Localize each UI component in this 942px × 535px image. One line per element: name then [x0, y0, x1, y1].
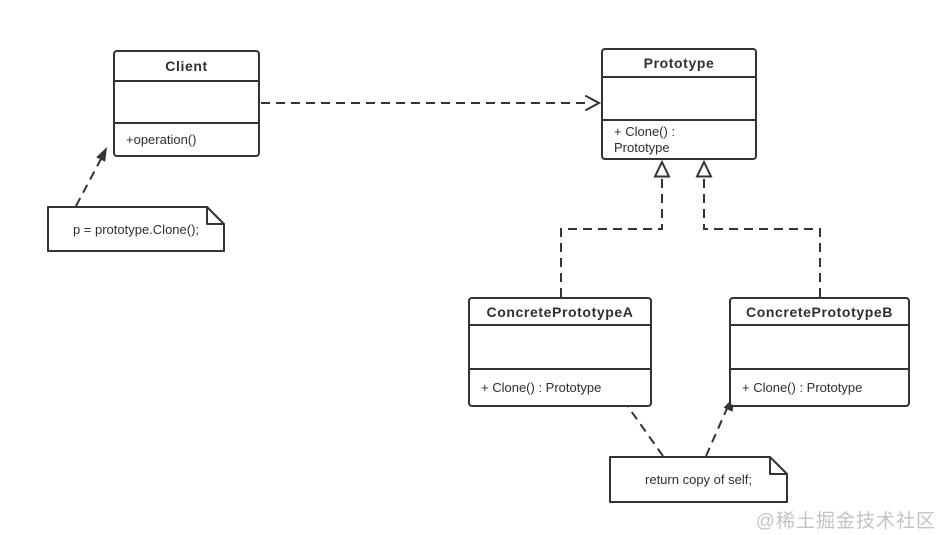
class-box-concrete-prototype-b: ConcretePrototypeB + Clone() : Prototype: [729, 297, 910, 407]
class-concrete-a-title: ConcretePrototypeA: [470, 299, 650, 326]
class-prototype-method-line1: + Clone() :: [614, 123, 676, 139]
note-client-shape: [47, 206, 225, 252]
class-client-title: Client: [115, 52, 258, 82]
realization-triangle-a-icon: [653, 159, 671, 178]
class-concrete-b-method-label: + Clone() : Prototype: [742, 379, 863, 395]
class-prototype-attributes: [603, 78, 755, 121]
class-client-method-label: +operation(): [126, 131, 197, 147]
class-concrete-b-attributes: [731, 326, 908, 370]
watermark: @稀土掘金技术社区: [755, 511, 936, 532]
class-prototype-methods: + Clone() : Prototype: [603, 121, 755, 158]
dependency-arrowhead-icon: [585, 95, 602, 111]
class-box-prototype: Prototype + Clone() : Prototype: [601, 48, 757, 160]
note-clone-shape: [609, 456, 788, 503]
class-prototype-title: Prototype: [603, 50, 755, 78]
class-concrete-a-method-label: + Clone() : Prototype: [481, 379, 602, 395]
realization-line-b: [703, 177, 821, 297]
realization-line-a: [560, 177, 663, 297]
note-clone-fold-icon: [769, 457, 787, 475]
class-concrete-b-title: ConcretePrototypeB: [731, 299, 908, 326]
note-clone-connector-b-line: [705, 403, 730, 457]
note-clone-text: return copy of self;: [645, 472, 752, 487]
note-client-text: p = prototype.Clone();: [72, 221, 200, 237]
realization-triangle-b-icon: [695, 159, 713, 178]
class-prototype-method-line2: Prototype: [614, 139, 670, 155]
note-client-arrowhead-icon: [96, 147, 107, 162]
note-client-connector-line: [75, 158, 102, 207]
class-client-attributes: [115, 82, 258, 124]
class-concrete-a-methods: + Clone() : Prototype: [470, 370, 650, 405]
class-concrete-a-attributes: [470, 326, 650, 370]
note-clone-connector-a-line: [623, 400, 664, 457]
class-client-methods: +operation(): [115, 124, 258, 155]
class-box-client: Client +operation(): [113, 50, 260, 157]
class-box-concrete-prototype-a: ConcretePrototypeA + Clone() : Prototype: [468, 297, 652, 407]
class-concrete-b-methods: + Clone() : Prototype: [731, 370, 908, 405]
note-client-fold-icon: [206, 207, 224, 225]
